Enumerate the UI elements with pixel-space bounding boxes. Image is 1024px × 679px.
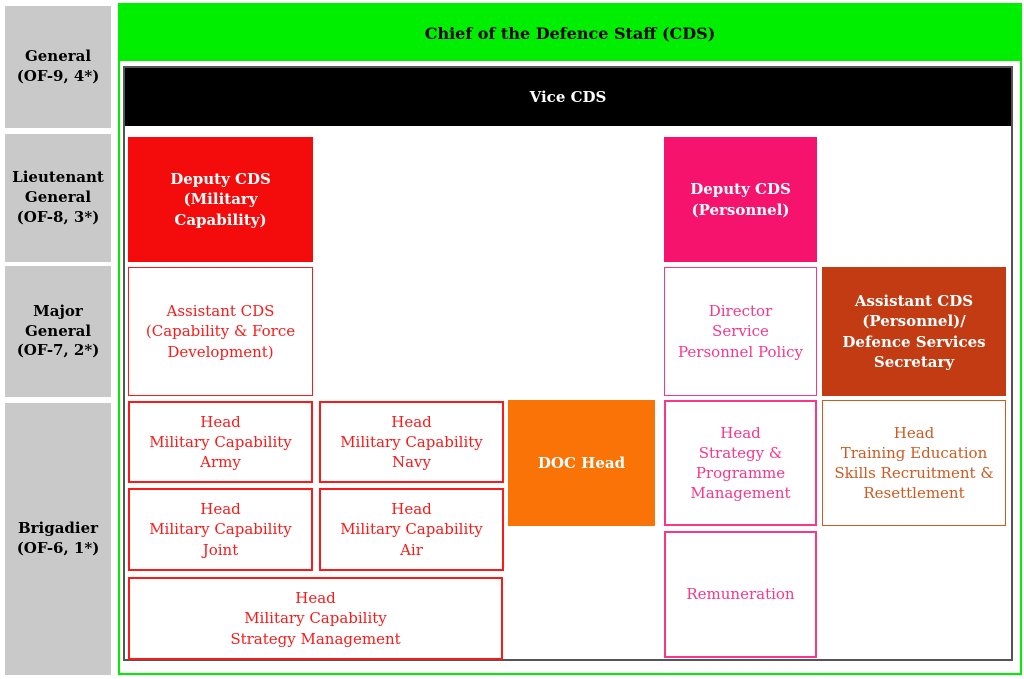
box-vice-cds: Vice CDS xyxy=(125,68,1011,126)
box-head-military-capability-navy: Head Military Capability Navy xyxy=(319,401,504,483)
rank-label-lieutenant-general: Lieutenant General (OF-8, 3*) xyxy=(5,134,111,262)
box-assistant-cds-personnel-defence-services-secretary: Assistant CDS (Personnel)/ Defence Servi… xyxy=(822,267,1006,396)
box-deputy-cds-military-capability: Deputy CDS (Military Capability) xyxy=(128,137,313,262)
box-assistant-cds-capability-force-development: Assistant CDS (Capability & Force Develo… xyxy=(128,267,313,396)
box-head-military-capability-strategy-management: Head Military Capability Strategy Manage… xyxy=(128,577,503,660)
box-doc-head: DOC Head xyxy=(508,400,655,526)
rank-label-major-general: Major General (OF-7, 2*) xyxy=(5,266,111,397)
chart-outer-frame: Chief of the Defence Staff (CDS) Vice CD… xyxy=(118,3,1022,675)
rank-label-brigadier: Brigadier (OF-6, 1*) xyxy=(5,403,111,675)
box-head-military-capability-army: Head Military Capability Army xyxy=(128,401,313,483)
box-remuneration: Remuneration xyxy=(664,531,817,658)
box-director-service-personnel-policy: Director Service Personnel Policy xyxy=(664,267,817,396)
rank-label-general: General (OF-9, 4*) xyxy=(5,6,111,128)
box-chief-of-defence-staff: Chief of the Defence Staff (CDS) xyxy=(120,5,1020,61)
box-head-military-capability-air: Head Military Capability Air xyxy=(319,488,504,571)
chart-inner-frame: Vice CDS Deputy CDS (Military Capability… xyxy=(123,66,1013,661)
box-head-military-capability-joint: Head Military Capability Joint xyxy=(128,488,313,571)
box-head-training-education-skills-recruitment-resettlement: Head Training Education Skills Recruitme… xyxy=(822,400,1006,526)
box-head-strategy-programme-management: Head Strategy & Programme Management xyxy=(664,400,817,526)
box-deputy-cds-personnel: Deputy CDS (Personnel) xyxy=(664,137,817,262)
